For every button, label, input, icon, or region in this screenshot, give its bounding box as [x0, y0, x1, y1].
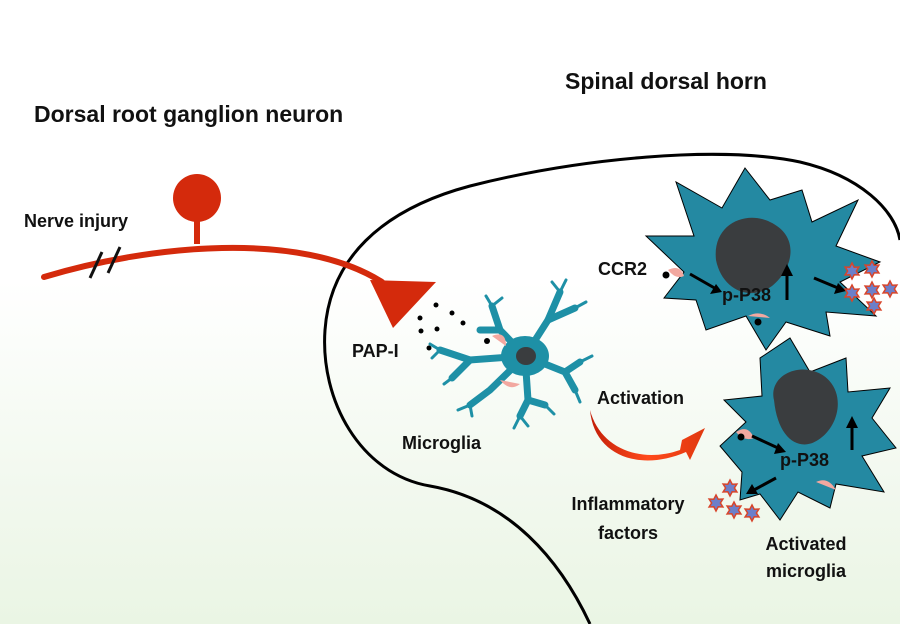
star-icon [863, 259, 881, 279]
release-arrowhead-top [834, 283, 846, 294]
ccr2-label: CCR2 [598, 259, 648, 279]
spinal-title: Spinal dorsal horn [565, 68, 767, 94]
activated-line-1: Activated [765, 534, 847, 554]
star-icon [843, 283, 861, 303]
presynaptic-terminal [370, 280, 436, 328]
pap-dots [417, 302, 466, 351]
star-icon [863, 280, 881, 300]
signal-arrow-top [689, 272, 719, 292]
activated-microglia-label: Activated microglia [748, 534, 864, 582]
signal-arrow-bottom [751, 434, 779, 450]
star-icon [721, 478, 739, 498]
signal-arrowhead-top [710, 284, 722, 294]
nerve-injury-label: Nerve injury [24, 211, 129, 231]
inflammatory-factors-bottom [707, 478, 761, 523]
activated-microglia-icon [719, 337, 897, 521]
curved-arrow-icon [590, 410, 705, 461]
activated-line-2: microglia [765, 561, 847, 581]
resting-microglia-icon [428, 278, 594, 430]
receptor-icon [816, 480, 836, 490]
up-arrowhead-top [781, 264, 793, 276]
inflammatory-line-1: Inflammatory [571, 494, 685, 514]
release-arrow-bottom [753, 476, 777, 492]
up-arrowhead-bottom [846, 416, 858, 428]
star-icon [725, 500, 743, 520]
receptor-icon [748, 313, 770, 318]
star-icon [743, 503, 761, 523]
microglia-label: Microglia [402, 433, 482, 453]
axon [41, 244, 385, 285]
injury-mark-left [88, 251, 104, 279]
receptor-icon [736, 429, 754, 440]
star-icon [881, 279, 899, 299]
ccr2-receptor-icon [668, 268, 684, 278]
star-icon [865, 296, 883, 316]
pap-label: PAP-I [352, 341, 399, 361]
neuron-soma-icon [173, 174, 221, 222]
release-arrow-top [813, 276, 839, 290]
drg-title: Dorsal root ganglion neuron [34, 101, 344, 127]
activated-microglia-icon [644, 167, 882, 351]
ligand-dot [737, 433, 745, 441]
inflammatory-label: Inflammatory factors [560, 494, 696, 544]
activation-label: Activation [597, 388, 685, 408]
injury-mark-right [106, 246, 122, 274]
pp38-top-label: p-P38 [722, 285, 772, 305]
ligand-dot [754, 318, 762, 326]
star-icon [707, 493, 725, 513]
receptor-icon [500, 380, 520, 388]
pp38-bottom-label: p-P38 [780, 450, 830, 470]
ligand-dot [662, 271, 670, 279]
ligand-dot [484, 338, 490, 344]
star-icon [843, 261, 861, 281]
inflammatory-line-2: factors [597, 523, 659, 543]
receptor-icon [492, 334, 506, 346]
release-arrowhead-bottom [746, 484, 758, 494]
dorsal-horn-outline [323, 152, 900, 624]
signal-arrowhead-bottom [774, 443, 786, 454]
inflammatory-factors-top [843, 259, 899, 316]
